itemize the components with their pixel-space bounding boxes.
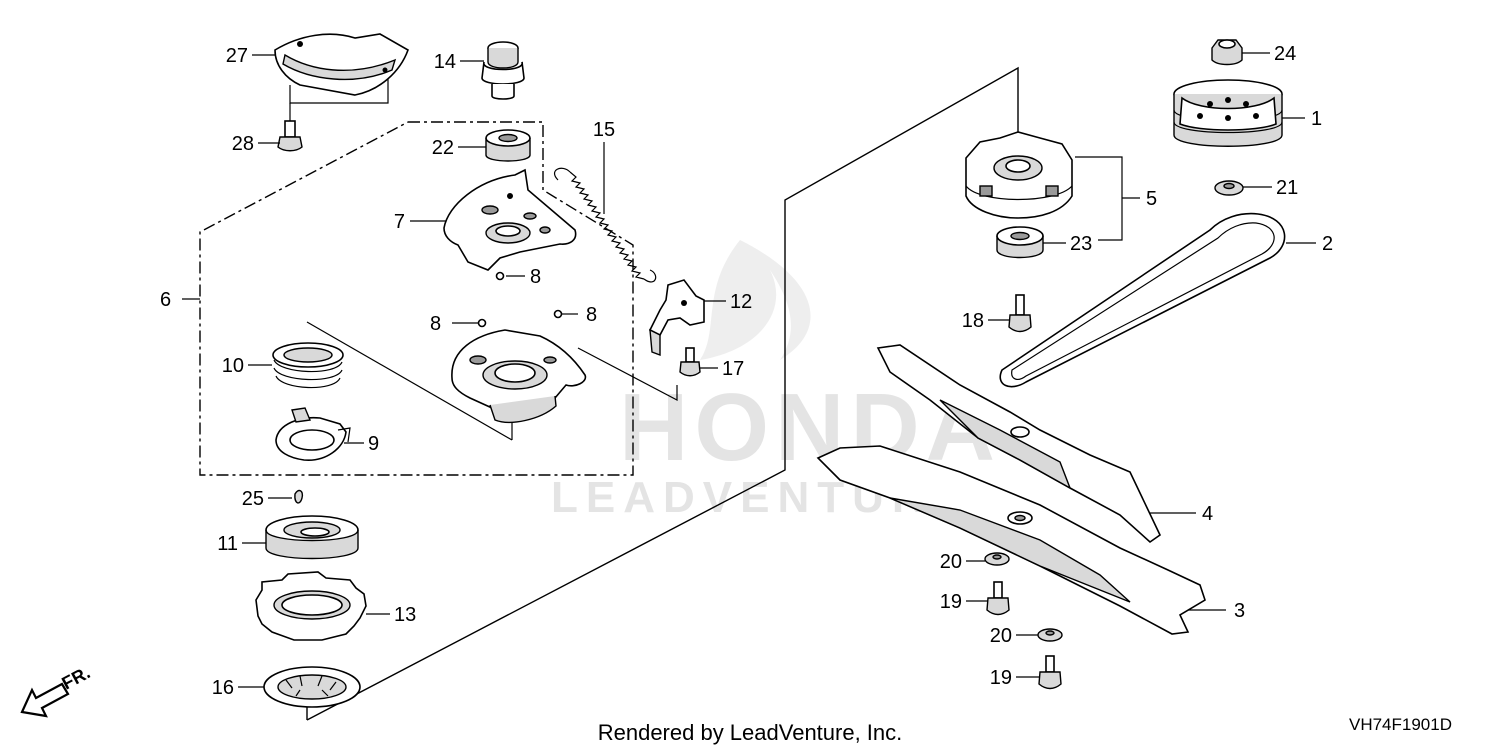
callout-25: 25: [242, 488, 264, 510]
callout-20b: 20: [990, 625, 1012, 647]
callout-7: 7: [394, 211, 405, 233]
lower-blade-part: [816, 445, 1206, 635]
callout-8b: 8: [430, 313, 441, 335]
callout-20a: 20: [940, 551, 962, 573]
guard-part: [274, 33, 409, 96]
diagram-code: VH74F1901D: [1349, 715, 1452, 734]
key-25: [294, 489, 304, 504]
washer-20a: [984, 552, 1010, 566]
steel-ball-8a: [495, 271, 505, 281]
callout-5: 5: [1146, 188, 1157, 210]
callout-27: 27: [226, 45, 248, 67]
callout-21: 21: [1276, 177, 1298, 199]
callout-labels: 1 2 3 4 5 6 7 8 8 8 9 10 11 12 13 14 15 …: [160, 43, 1333, 699]
callout-16: 16: [212, 677, 234, 699]
callout-22: 22: [432, 137, 454, 159]
bolt-18: [1008, 294, 1032, 333]
callout-2: 2: [1322, 233, 1333, 255]
callout-19b: 19: [990, 667, 1012, 689]
rendered-by-text: Rendered by LeadVenture, Inc.: [598, 720, 903, 745]
callout-6: 6: [160, 289, 171, 311]
leader-lines: [238, 52, 1316, 688]
steel-ball-8c: [553, 309, 563, 319]
bearing-22: [485, 129, 531, 162]
upper-blade-part: [876, 344, 1162, 544]
holder-bracket: [1075, 156, 1123, 241]
callout-23: 23: [1070, 233, 1092, 255]
washer-20b: [1037, 628, 1063, 642]
nut-24: [1211, 39, 1243, 66]
bearing-23: [996, 226, 1044, 259]
bolt-28: [277, 120, 303, 152]
callout-24: 24: [1274, 43, 1296, 65]
callout-4: 4: [1202, 503, 1213, 525]
callout-28: 28: [232, 133, 254, 155]
callout-8a: 8: [530, 266, 541, 288]
callout-12: 12: [730, 291, 752, 313]
brake-plate-part: [443, 168, 577, 271]
blade-assembly-frame: [306, 66, 1019, 721]
brake-assembly-outline: [199, 121, 634, 476]
callout-3: 3: [1234, 600, 1245, 622]
callout-18: 18: [962, 310, 984, 332]
front-direction: FR.: [20, 662, 93, 718]
callout-1: 1: [1311, 108, 1322, 130]
gear-ring-part: [255, 571, 367, 641]
callout-13: 13: [394, 604, 416, 626]
callout-17: 17: [722, 358, 744, 380]
belt-part: [999, 212, 1286, 388]
pulley-part: [1173, 79, 1283, 147]
callout-8c: 8: [586, 304, 597, 326]
blade-holder-part: [965, 131, 1073, 219]
cup-part: [265, 515, 359, 560]
clip-part: [275, 407, 351, 461]
callout-15: 15: [593, 119, 615, 141]
callout-10: 10: [222, 355, 244, 377]
callout-9: 9: [368, 433, 379, 455]
callout-11: 11: [217, 533, 238, 555]
bracket-part: [648, 279, 705, 357]
bolt-19a: [986, 581, 1010, 616]
clutch-spring-part: [272, 342, 344, 389]
callout-19a: 19: [940, 591, 962, 613]
spindle-part: [481, 41, 525, 100]
steel-ball-8b: [477, 318, 487, 328]
brake-plate-lower-part: [451, 329, 587, 423]
bolt-19b: [1038, 655, 1062, 690]
front-arrow-icon: [20, 682, 70, 718]
bolt-17: [679, 347, 701, 377]
washer-21: [1214, 180, 1244, 196]
tension-spring-part: [553, 167, 657, 283]
callout-14: 14: [434, 51, 456, 73]
guard-bracket: [289, 78, 389, 104]
bracket-link-line: [577, 347, 678, 401]
lock-washer-part: [263, 666, 361, 708]
watermark-flame-icon: [700, 240, 811, 360]
assembly-frames: [182, 66, 1140, 721]
spring-link-line: [306, 321, 513, 441]
